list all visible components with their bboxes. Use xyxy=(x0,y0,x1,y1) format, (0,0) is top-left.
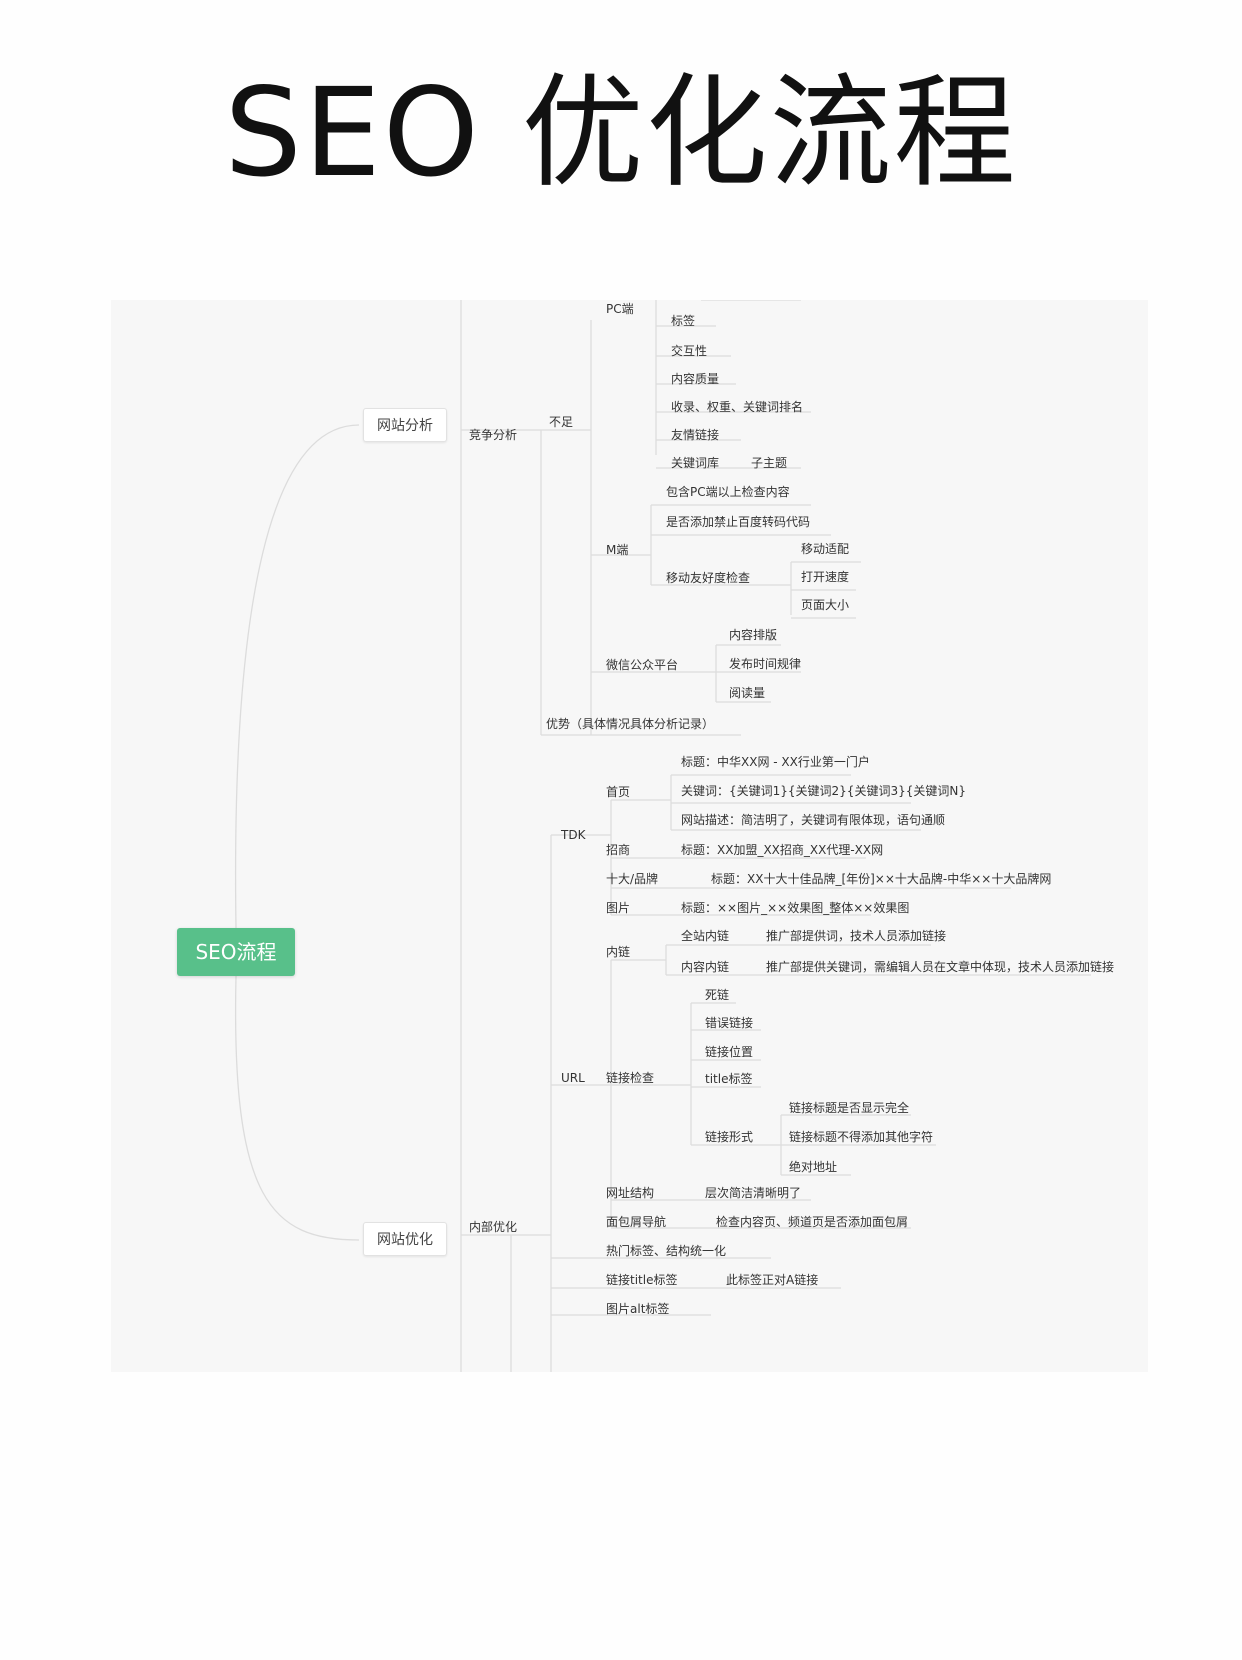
url-link-check: 链接检查 xyxy=(606,1071,655,1085)
tdk-image: 图片 xyxy=(606,901,631,915)
tdk-home: 首页 xyxy=(606,785,631,799)
url-content-link-value: 推广部提供关键词，需编辑人员在文章中体现，技术人员添加链接 xyxy=(766,960,1115,974)
link-form-item: 链接标题是否显示完全 xyxy=(789,1101,910,1115)
mobile-friendly-item: 打开速度 xyxy=(801,570,850,584)
link-form-item: 链接标题不得添加其他字符 xyxy=(789,1130,934,1144)
tdk-zhaoshang-value: 标题：XX加盟_XX招商_XX代理-XX网 xyxy=(681,843,884,857)
tdk-brand-value: 标题：XX十大十佳品牌_[年份]××十大品牌-中华××十大品牌网 xyxy=(711,872,1052,886)
node-pc: PC端 xyxy=(606,302,634,316)
tdk-home-item: 标题：中华XX网 - XX行业第一门户 xyxy=(681,755,870,769)
url-site-link-value: 推广部提供词，技术人员添加链接 xyxy=(766,929,947,943)
node-tdk: TDK xyxy=(561,828,586,842)
mindmap-canvas: SEO流程 网站分析 竞争分析 不足 PC端 标签 交互性 内容质量 收录、权重… xyxy=(111,300,1148,1372)
node-competitor-analysis: 竞争分析 xyxy=(469,428,518,442)
pc-item: 标签 xyxy=(671,314,696,328)
tdk-image-value: 标题：××图片_××效果图_整体××效果图 xyxy=(681,901,910,915)
pc-item: 关键词库 xyxy=(671,456,720,470)
branch-website-optimization: 网站优化 xyxy=(363,1222,447,1256)
wechat-item: 内容排版 xyxy=(729,628,778,642)
mobile-friendly-item: 移动适配 xyxy=(801,542,850,556)
branch-website-analysis: 网站分析 xyxy=(363,408,447,442)
wechat-item: 阅读量 xyxy=(729,686,766,700)
mobile-friendly-item: 页面大小 xyxy=(801,598,850,612)
pc-keyword-subtopic: 子主题 xyxy=(751,456,788,470)
node-hot-tags: 热门标签、结构统一化 xyxy=(606,1244,727,1258)
tdk-home-item: 网站描述：简洁明了，关键词有限体现，语句通顺 xyxy=(681,813,946,827)
node-link-title-value: 此标签正对A链接 xyxy=(726,1273,819,1287)
wechat-item: 发布时间规律 xyxy=(729,657,802,671)
url-site-link: 全站内链 xyxy=(681,929,730,943)
link-check-item: 错误链接 xyxy=(705,1016,754,1030)
pc-item: 内容质量 xyxy=(671,372,720,386)
pc-item: 收录、权重、关键词排名 xyxy=(671,400,804,414)
url-structure: 网址结构 xyxy=(606,1186,655,1200)
link-form: 链接形式 xyxy=(705,1130,754,1144)
pc-item: 交互性 xyxy=(671,344,708,358)
node-url: URL xyxy=(561,1071,585,1085)
url-breadcrumb: 面包屑导航 xyxy=(606,1215,667,1229)
link-check-item: 链接位置 xyxy=(705,1045,754,1059)
node-weakness: 不足 xyxy=(549,415,574,429)
node-mobile: M端 xyxy=(606,543,629,557)
tdk-zhaoshang: 招商 xyxy=(606,843,631,857)
node-link-title: 链接title标签 xyxy=(606,1273,678,1287)
tdk-home-item: 关键词：{关键词1}{关键词2}{关键词3}{关键词N} xyxy=(681,784,966,798)
link-check-item: 死链 xyxy=(705,988,730,1002)
node-internal-optimization: 内部优化 xyxy=(469,1220,518,1234)
node-advantage: 优势（具体情况具体分析记录） xyxy=(546,717,715,731)
mobile-item: 包含PC端以上检查内容 xyxy=(666,485,790,499)
url-content-link: 内容内链 xyxy=(681,960,730,974)
url-structure-value: 层次简洁清晰明了 xyxy=(705,1186,802,1200)
page-title: SEO 优化流程 xyxy=(224,62,1018,204)
root-node: SEO流程 xyxy=(177,928,295,976)
tdk-brand: 十大/品牌 xyxy=(606,872,659,886)
mindmap-connectors xyxy=(234,300,1091,1372)
link-form-item: 绝对地址 xyxy=(789,1160,838,1174)
url-breadcrumb-value: 检查内容页、频道页是否添加面包屑 xyxy=(716,1215,909,1229)
node-img-alt: 图片alt标签 xyxy=(606,1302,670,1316)
link-check-item: title标签 xyxy=(705,1072,753,1086)
mobile-item: 是否添加禁止百度转码代码 xyxy=(666,515,811,529)
node-wechat: 微信公众平台 xyxy=(606,658,679,672)
pc-item: 友情链接 xyxy=(671,428,720,442)
mobile-friendly-check: 移动友好度检查 xyxy=(666,571,751,585)
url-inner-link: 内链 xyxy=(606,945,631,959)
